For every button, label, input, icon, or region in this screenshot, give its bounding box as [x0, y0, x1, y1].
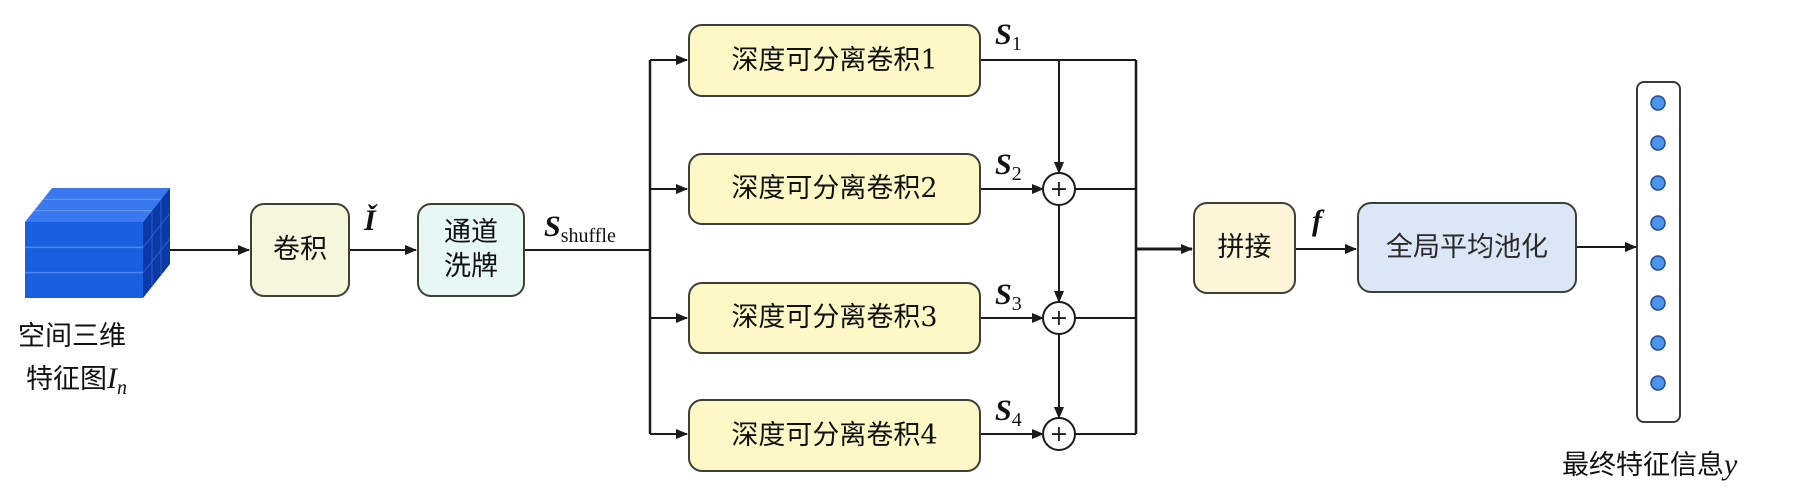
dsconv-label: 深度可分离卷积1	[731, 44, 938, 76]
conv-label: 卷积	[273, 234, 327, 266]
s-subscript: 3	[1011, 293, 1022, 315]
concat-label: 拼接	[1217, 232, 1272, 264]
s-subscript: 1	[1011, 33, 1022, 55]
feature-dot	[1650, 335, 1666, 351]
dsconv-label: 深度可分离卷积4	[731, 419, 938, 451]
shuffle-label-line2: 洗牌	[444, 251, 498, 282]
cube-front-face	[25, 222, 143, 298]
feature-dot	[1650, 295, 1666, 311]
feature-dot	[1650, 135, 1666, 151]
output-caption-text: 最终特征信息	[1562, 450, 1724, 481]
shuffle-label-line1: 通道	[444, 217, 498, 249]
input-caption-line2: 特征图In	[18, 358, 127, 409]
i-hat-symbol: Ǐ	[364, 204, 376, 237]
input-caption-line1: 空间三维	[18, 321, 126, 352]
s4-label: S4	[995, 394, 1022, 432]
feature-dot	[1650, 375, 1666, 391]
input-symbol: I	[107, 362, 117, 395]
cube-side-line	[142, 213, 171, 248]
cube-side-line	[142, 238, 171, 273]
conv-box: 卷积	[250, 203, 350, 297]
i-hat-label: Ǐ	[364, 204, 376, 238]
dsconv-box-3: 深度可分离卷积3	[688, 282, 981, 354]
dsconv-box-2: 深度可分离卷积2	[688, 153, 981, 225]
plus-icon: +	[1050, 422, 1068, 447]
dsconv-box-4: 深度可分离卷积4	[688, 399, 981, 472]
channel-shuffle-box: 通道 洗牌	[417, 203, 525, 297]
dsconv-label: 深度可分离卷积3	[731, 302, 938, 334]
s3-label: S3	[995, 278, 1022, 316]
feature-dot	[1650, 95, 1666, 111]
plus-icon: +	[1050, 177, 1068, 202]
input-caption-text: 特征图	[26, 364, 107, 395]
cube-side-face	[143, 188, 170, 298]
output-symbol: y	[1724, 448, 1738, 481]
input-symbol-subscript: n	[117, 377, 127, 399]
plus-icon: +	[1050, 306, 1068, 331]
f-symbol: f	[1312, 204, 1322, 237]
cube-top-face	[25, 188, 170, 222]
output-vector	[1636, 81, 1681, 423]
feature-dot	[1650, 255, 1666, 271]
s-symbol: S	[995, 278, 1012, 311]
s-subscript: 2	[1011, 163, 1022, 185]
gap-label: 全局平均池化	[1386, 231, 1548, 263]
global-avg-pool-box: 全局平均池化	[1357, 202, 1577, 293]
concat-box: 拼接	[1193, 202, 1296, 294]
output-caption: 最终特征信息y	[1562, 444, 1737, 487]
dsconv-label: 深度可分离卷积2	[731, 173, 938, 205]
s1-label: S1	[995, 18, 1022, 56]
s-symbol: S	[995, 148, 1012, 181]
s-shuffle-label: Sshuffle	[544, 210, 616, 248]
feature-cube-icon	[25, 188, 171, 298]
s-shuffle-subscript: shuffle	[560, 225, 616, 247]
input-caption: 空间三维 特征图In	[18, 316, 127, 409]
s-subscript: 4	[1011, 409, 1022, 431]
feature-dot	[1650, 215, 1666, 231]
dsconv-box-1: 深度可分离卷积1	[688, 24, 981, 97]
f-label: f	[1312, 204, 1322, 238]
s-shuffle-symbol: S	[544, 210, 561, 243]
s-symbol: S	[995, 394, 1012, 427]
s2-label: S2	[995, 148, 1022, 186]
feature-dot	[1650, 175, 1666, 191]
s-symbol: S	[995, 18, 1012, 51]
